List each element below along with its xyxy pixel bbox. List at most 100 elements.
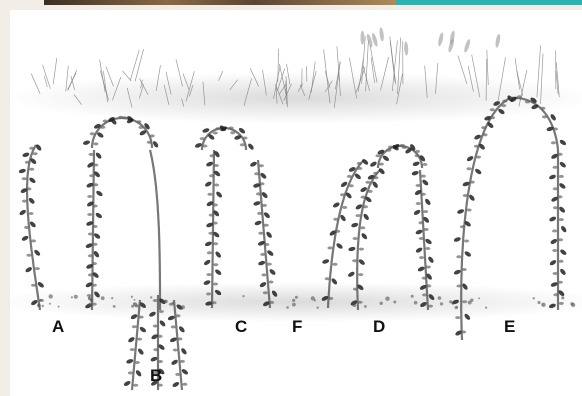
leaf <box>373 176 378 179</box>
label-e: E <box>504 318 515 335</box>
leaf <box>501 104 506 107</box>
ground-debris <box>134 299 136 301</box>
leaf <box>490 116 495 119</box>
grass-seed-head <box>404 41 409 55</box>
leaf <box>138 126 143 129</box>
ground-debris <box>485 307 487 309</box>
leaf <box>353 288 358 291</box>
leaf <box>172 381 180 388</box>
leaf <box>22 152 30 158</box>
leaf <box>553 272 558 275</box>
leaf <box>29 147 34 150</box>
leaf <box>328 297 333 300</box>
leaf <box>93 205 98 208</box>
leaf <box>213 203 218 206</box>
leaf <box>357 162 362 165</box>
leaf <box>415 154 420 157</box>
leaf <box>215 127 220 130</box>
leaf <box>157 335 162 338</box>
leaf <box>325 277 330 280</box>
leaf <box>412 161 420 167</box>
top-border-strip <box>0 0 582 10</box>
cane-d-loop <box>369 143 427 168</box>
leaf <box>267 263 272 266</box>
leaf <box>262 204 267 207</box>
leaf <box>264 243 269 246</box>
leaf <box>214 251 222 259</box>
grass-blade <box>130 50 139 80</box>
leaf <box>93 142 98 145</box>
leaf <box>356 214 361 217</box>
leaf <box>214 184 219 187</box>
leaf <box>402 146 407 149</box>
label-b: B <box>150 367 162 384</box>
leaf <box>87 213 92 216</box>
leaf <box>103 120 108 123</box>
leaf <box>26 254 31 257</box>
leaf <box>559 175 564 178</box>
ground-debris <box>478 297 480 299</box>
grass-seed-head <box>379 27 385 41</box>
leaf <box>207 193 212 196</box>
leaf <box>257 212 262 215</box>
leaf <box>426 284 431 287</box>
leaf <box>560 225 567 233</box>
leaf <box>418 221 423 224</box>
leaf <box>182 383 187 386</box>
haze-band <box>10 72 582 124</box>
leaf <box>200 137 205 140</box>
leaf <box>259 182 264 185</box>
leaf <box>550 238 558 245</box>
ground-debris <box>37 304 41 308</box>
leaf <box>93 183 98 186</box>
leaf <box>421 179 429 187</box>
leaf <box>132 325 137 328</box>
ground-debris <box>42 305 44 307</box>
ground-debris <box>541 303 545 307</box>
leaf <box>202 145 207 148</box>
leaf <box>460 225 465 228</box>
leaf <box>426 266 431 269</box>
ground-debris <box>440 302 443 305</box>
ground-debris <box>88 303 92 307</box>
leaf <box>427 256 435 264</box>
leaf <box>553 206 558 209</box>
leaf <box>456 255 461 258</box>
leaf <box>424 198 432 206</box>
leaf <box>462 268 467 271</box>
leaf <box>559 161 567 169</box>
ground-debris <box>74 295 78 299</box>
ground-debris <box>164 300 166 302</box>
leaf <box>150 134 155 137</box>
leaf <box>207 251 212 254</box>
leaf <box>122 116 127 119</box>
label-a: A <box>52 318 64 335</box>
leaf <box>428 305 433 308</box>
ground-line-haze <box>10 282 582 322</box>
leaf <box>551 141 556 144</box>
leaf <box>335 230 340 233</box>
leaf <box>424 238 432 245</box>
leaf <box>411 170 419 176</box>
leaf <box>249 161 257 168</box>
leaf <box>379 163 384 166</box>
leaf <box>177 337 182 340</box>
leaf <box>92 243 97 246</box>
ground-debris <box>438 296 442 300</box>
leaf <box>18 168 26 174</box>
grass-blade <box>53 58 57 84</box>
leaf <box>137 348 145 356</box>
leaf <box>139 316 144 319</box>
leaf <box>419 256 424 259</box>
ground-debris <box>49 294 53 298</box>
leaf <box>421 175 426 178</box>
ground-debris <box>292 299 295 302</box>
leaf <box>552 229 557 232</box>
leaf <box>453 236 461 242</box>
leaf <box>88 233 93 236</box>
leaf <box>204 241 212 247</box>
grass-seed-head <box>495 33 501 47</box>
leaf <box>93 232 101 240</box>
leaf <box>347 175 352 178</box>
leaf <box>361 196 366 199</box>
